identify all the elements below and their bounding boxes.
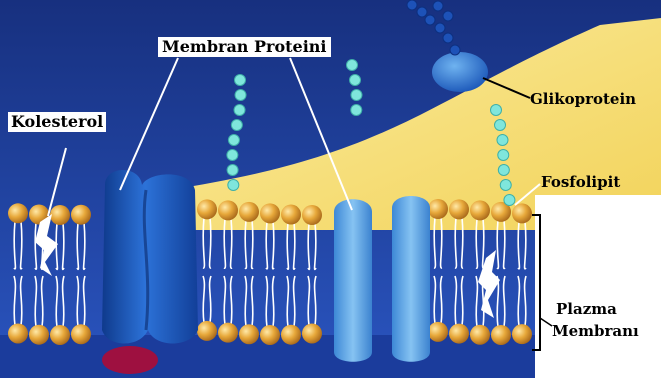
- phospholipid-head: [218, 323, 238, 343]
- sugar-bead: [235, 75, 246, 86]
- phospholipid-head: [218, 200, 238, 220]
- glycoprotein-sugar-bead: [450, 45, 460, 55]
- phospholipid-head: [239, 324, 259, 344]
- phospholipid-head: [50, 325, 70, 345]
- glycoprotein-body: [432, 52, 488, 92]
- glycoprotein-label: Glikoprotein: [530, 90, 636, 108]
- phospholipid-head: [449, 199, 469, 219]
- phospholipid-head: [512, 203, 532, 223]
- sugar-bead: [227, 165, 238, 176]
- sugar-bead: [498, 165, 509, 176]
- sugar-bead: [498, 150, 509, 161]
- phospholipid-head: [491, 325, 511, 345]
- phospholipid-head: [428, 322, 448, 342]
- glycoprotein-sugar-bead: [417, 7, 427, 17]
- sugar-bead: [504, 195, 515, 206]
- glycoprotein-sugar-bead: [433, 1, 443, 11]
- phospholipid-head: [71, 324, 91, 344]
- label-panel-background: [535, 195, 661, 378]
- sugar-bead: [347, 60, 358, 71]
- phospholipid-head: [428, 199, 448, 219]
- phospholipid-head: [302, 205, 322, 225]
- phospholipid-head: [260, 325, 280, 345]
- sugar-bead: [500, 180, 511, 191]
- sugar-bead: [228, 180, 239, 191]
- sugar-bead: [227, 150, 238, 161]
- glycoprotein-sugar-bead: [435, 23, 445, 33]
- phospholipid-head: [239, 202, 259, 222]
- glycoprotein-sugar-bead: [443, 33, 453, 43]
- plasma-membrane-label-line1: Plazma: [556, 300, 617, 318]
- channel-protein-left-half: [334, 199, 372, 362]
- phospholipid-head: [8, 203, 28, 223]
- phospholipid-head: [50, 205, 70, 225]
- sugar-bead: [235, 90, 246, 101]
- sugar-bead: [351, 105, 362, 116]
- phospholipid-head: [281, 205, 301, 225]
- sugar-bead: [228, 135, 239, 146]
- phospholipid-head: [8, 323, 28, 343]
- plasma-membrane-label-line2: Membranı: [552, 322, 639, 340]
- phospholipid-head: [470, 325, 490, 345]
- phospholipid-head: [71, 205, 91, 225]
- sugar-bead: [231, 120, 242, 131]
- membrane-protein-dark: [102, 170, 198, 344]
- phospholipid-label: Fosfolipit: [541, 173, 620, 191]
- phospholipid-head: [470, 200, 490, 220]
- sugar-bead: [234, 105, 245, 116]
- glycoprotein-sugar-bead: [407, 0, 417, 10]
- phospholipid-head: [197, 199, 217, 219]
- cholesterol-label: Kolesterol: [8, 112, 106, 132]
- sugar-bead: [495, 120, 506, 131]
- channel-protein-right-half: [392, 196, 430, 362]
- sugar-bead: [350, 75, 361, 86]
- sugar-bead: [351, 90, 362, 101]
- intracellular-protein: [102, 346, 158, 374]
- glycoprotein-sugar-bead: [443, 11, 453, 21]
- phospholipid-head: [512, 324, 532, 344]
- sugar-bead: [497, 135, 508, 146]
- membrane-protein-label: Membran Proteini: [158, 37, 331, 57]
- phospholipid-head: [29, 325, 49, 345]
- phospholipid-head: [260, 203, 280, 223]
- phospholipid-head: [302, 323, 322, 343]
- phospholipid-head: [197, 321, 217, 341]
- sugar-bead: [491, 105, 502, 116]
- glycoprotein-sugar-bead: [425, 15, 435, 25]
- phospholipid-head: [281, 325, 301, 345]
- phospholipid-head: [449, 324, 469, 344]
